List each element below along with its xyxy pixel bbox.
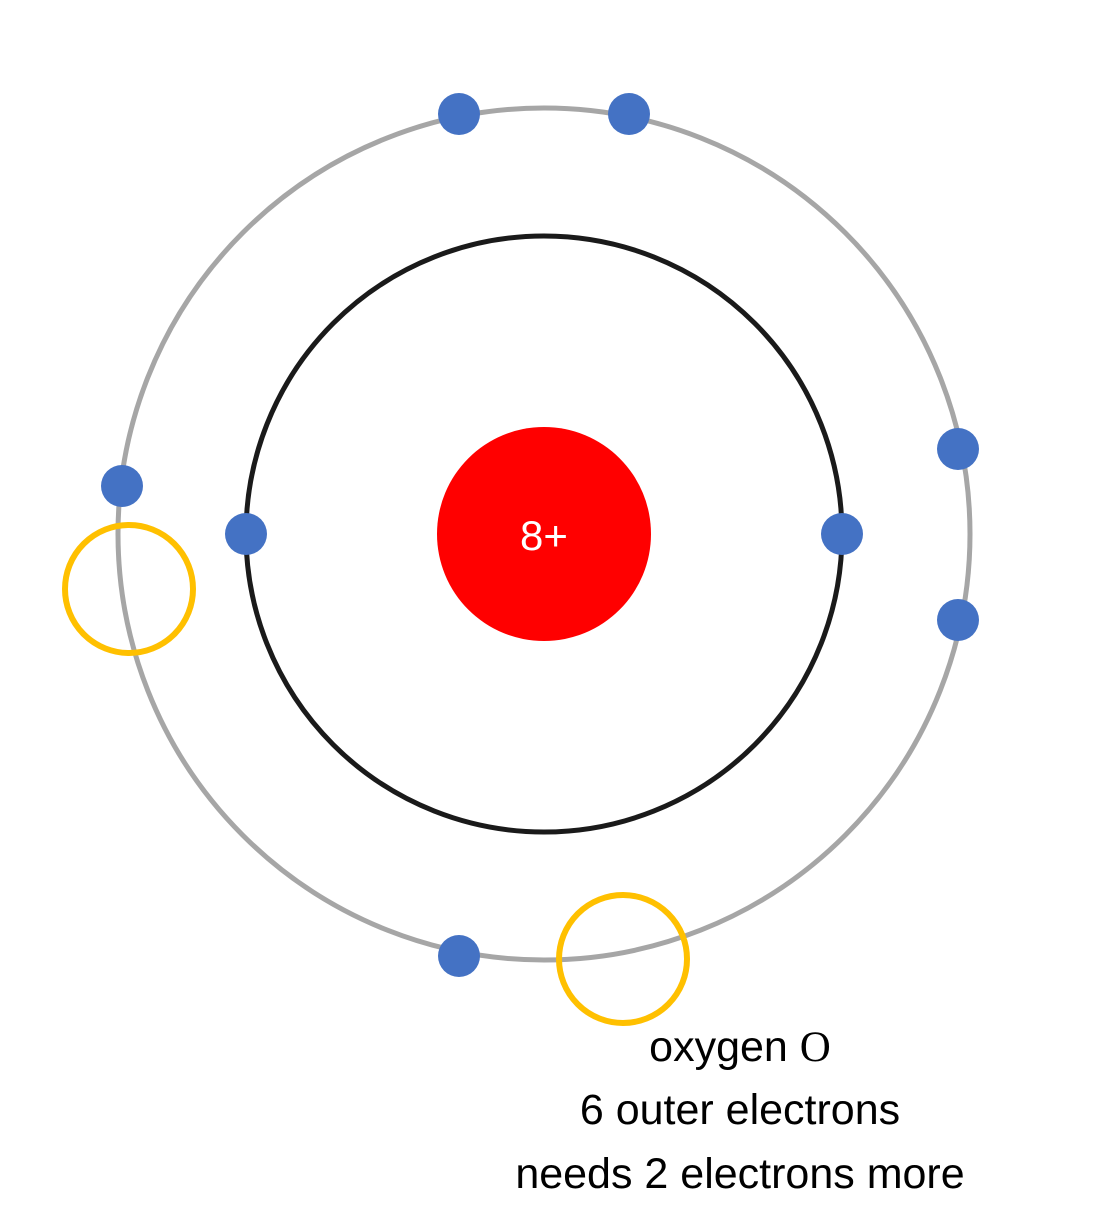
caption-outer-electrons: 6 outer electrons	[579, 1086, 901, 1134]
inner-electrons	[225, 513, 863, 555]
vacancies	[62, 522, 690, 1026]
electron	[225, 513, 267, 555]
element-symbol: O	[799, 1024, 831, 1071]
outer-electrons	[101, 93, 979, 977]
electron	[608, 93, 650, 135]
nucleus	[437, 427, 651, 641]
electron-vacancy	[62, 522, 196, 656]
electron	[937, 428, 979, 470]
electron-vacancy	[556, 892, 690, 1026]
electron	[937, 599, 979, 641]
caption-element: oxygen O	[440, 1023, 1040, 1071]
electron	[101, 465, 143, 507]
electron	[438, 93, 480, 135]
nucleus-charge: 8+	[520, 512, 568, 559]
electron	[821, 513, 863, 555]
caption-needs-electrons: needs 2 electrons more	[515, 1150, 965, 1198]
outer-shell	[115, 105, 973, 963]
electron	[438, 935, 480, 977]
element-name: oxygen	[649, 1023, 788, 1071]
